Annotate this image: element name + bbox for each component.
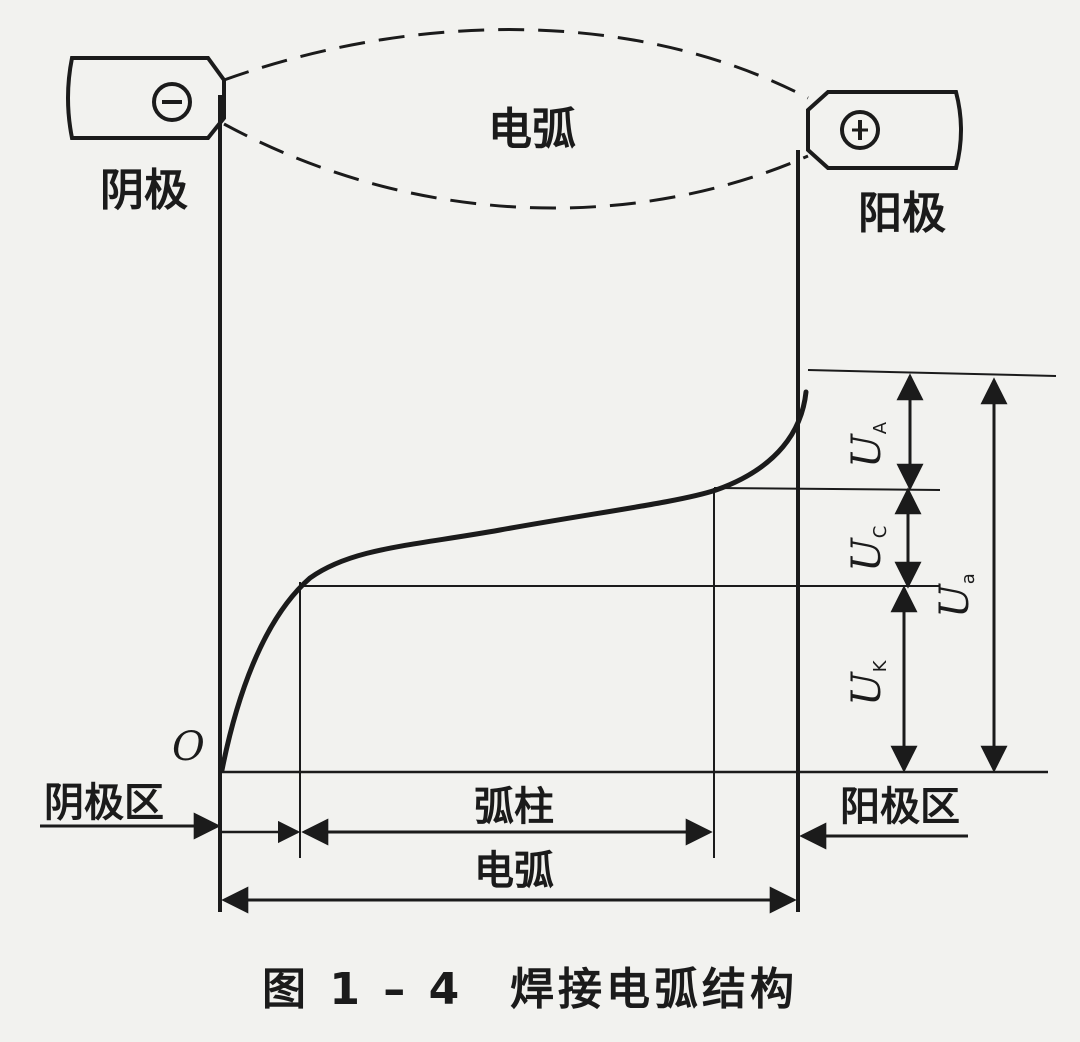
anode-drop-level xyxy=(807,369,1057,377)
cathode-voltage-label: UK xyxy=(844,659,891,706)
arc-column-label: 弧柱 xyxy=(474,783,554,830)
svg-text:UC: UC xyxy=(844,526,891,572)
svg-text:UK: UK xyxy=(844,659,891,706)
figure-title: 焊接电弧结构 xyxy=(510,964,798,1015)
svg-text:Ua: Ua xyxy=(932,573,979,618)
figure-number: 图 1 – 4 xyxy=(262,964,463,1015)
anode-region-label: 阳极区 xyxy=(840,783,960,830)
arc-envelope-upper xyxy=(223,28,809,100)
cathode-label: 阴极 xyxy=(100,165,188,216)
arc-envelope-lower xyxy=(223,122,809,210)
anode-electrode xyxy=(806,90,963,170)
voltage-distribution-curve xyxy=(219,389,809,773)
origin-label: O xyxy=(172,724,205,770)
anode-plus-icon xyxy=(840,110,880,150)
anode-label: 阳极 xyxy=(858,188,946,239)
arc-total-label: 电弧 xyxy=(474,847,554,894)
cathode-electrode xyxy=(66,56,226,140)
svg-text:UA: UA xyxy=(844,421,891,468)
cathode-region-label: 阴极区 xyxy=(44,779,164,826)
arc-label-top: 电弧 xyxy=(488,104,576,155)
cathode-minus-icon xyxy=(152,82,192,122)
anode-voltage-label: UA xyxy=(844,421,891,468)
column-voltage-label: UC xyxy=(844,526,891,572)
total-voltage-label: Ua xyxy=(932,573,979,618)
column-drop-level xyxy=(713,487,941,491)
